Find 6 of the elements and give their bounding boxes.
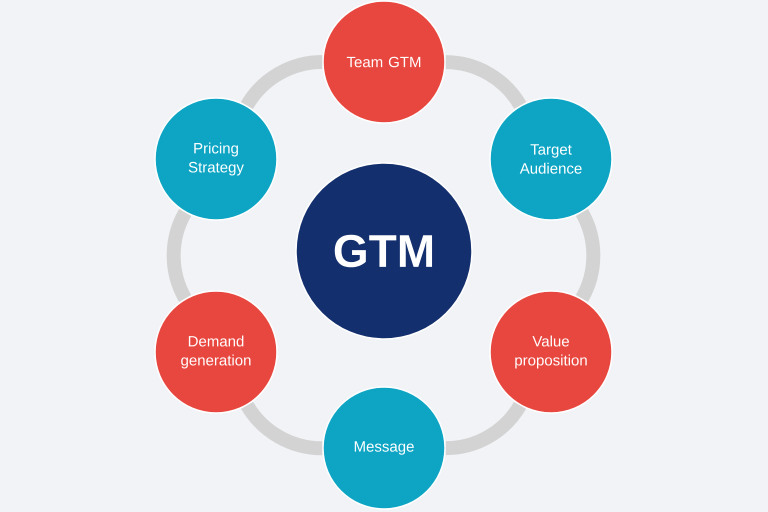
ring-segment	[445, 402, 526, 456]
ring-segment	[166, 209, 192, 302]
ring-segment	[241, 402, 323, 456]
ring-segment	[240, 55, 323, 110]
ring-segment	[445, 55, 526, 110]
ring-segment	[576, 209, 600, 302]
